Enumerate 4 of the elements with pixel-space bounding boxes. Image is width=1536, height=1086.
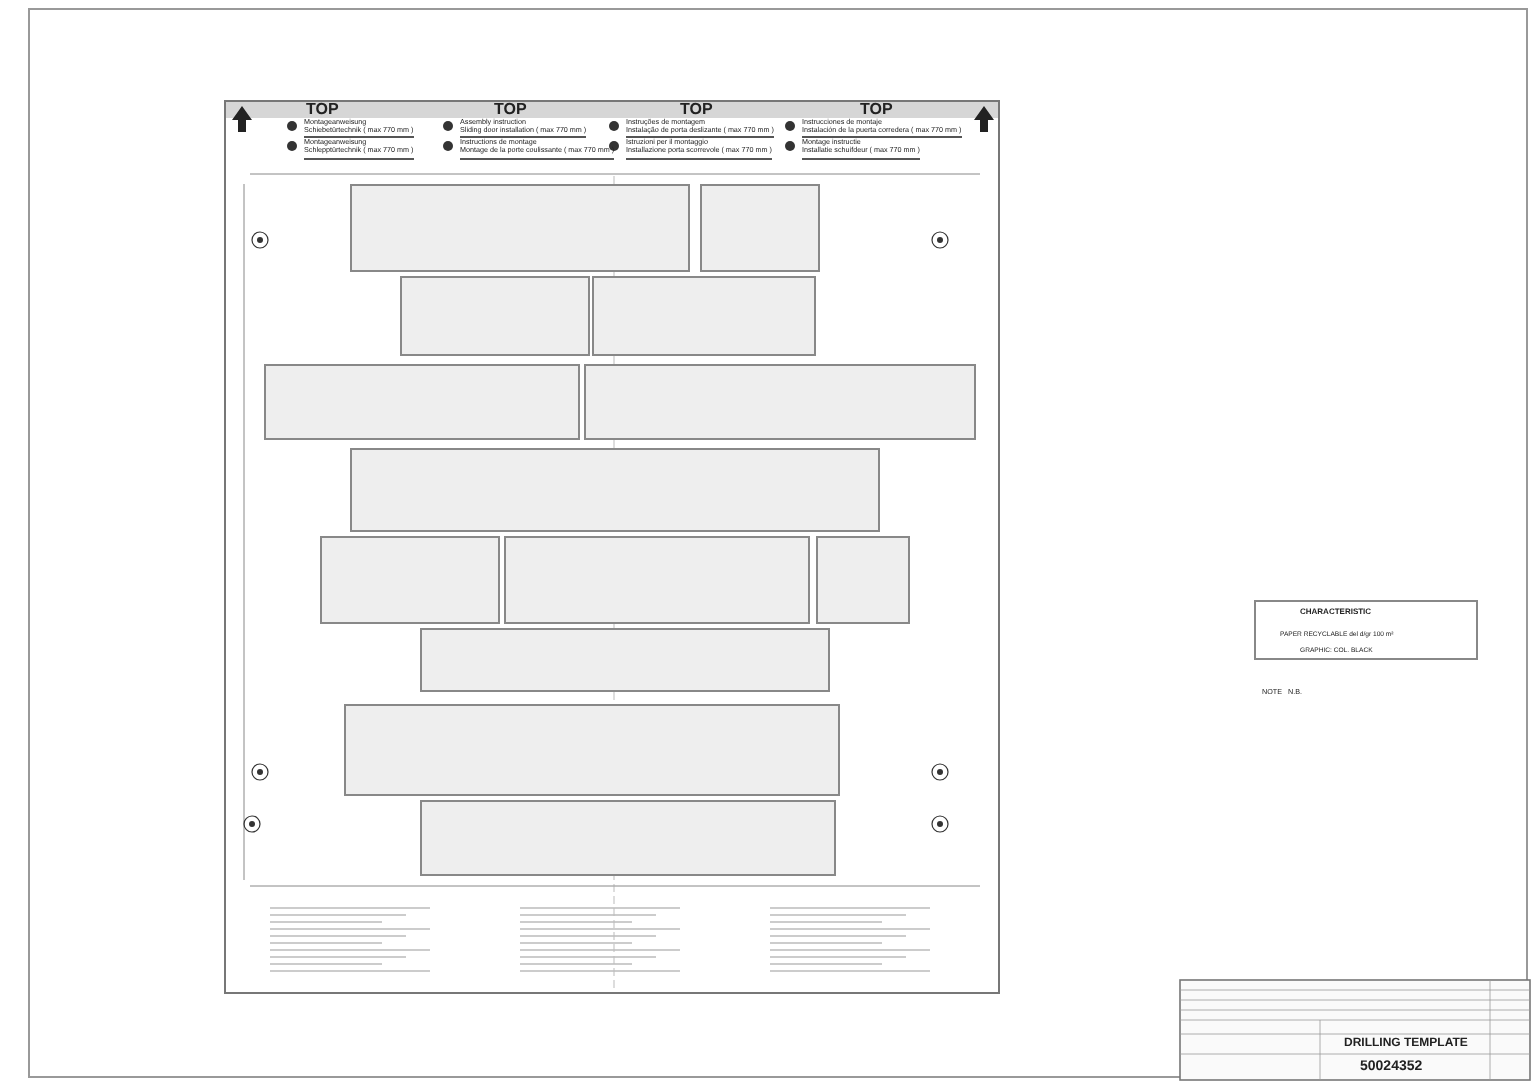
top-label: TOP: [860, 102, 893, 118]
top-label: TOP: [680, 102, 713, 118]
top-label: TOP: [306, 102, 339, 118]
top-label: TOP: [494, 102, 527, 118]
